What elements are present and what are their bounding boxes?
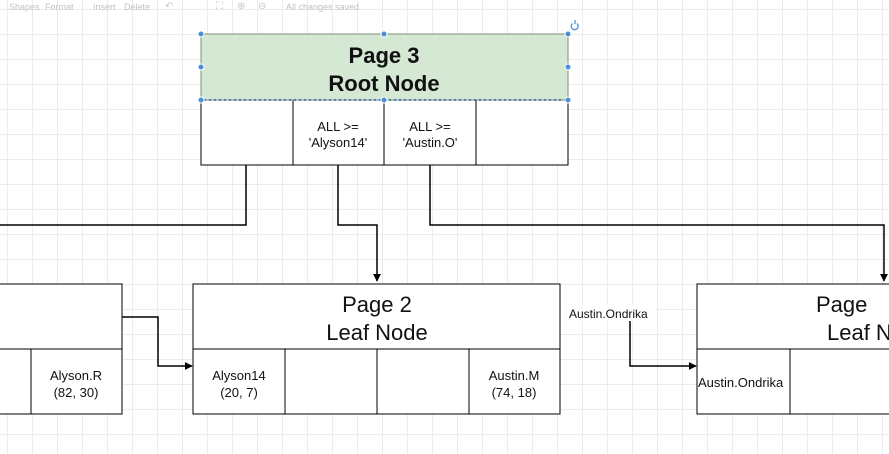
left-leaf-header[interactable] xyxy=(0,283,123,350)
toolbar: Shapes Format Insert Delete ↶ ⛶ ⊕ ⊖ All … xyxy=(0,0,889,16)
leaf-cell-key: Alyson.R xyxy=(50,368,102,383)
fit-page-icon[interactable]: ⛶ xyxy=(216,1,223,12)
leaf-cell-key: Alyson14 xyxy=(212,368,265,383)
root-title-line2: Root Node xyxy=(328,71,439,96)
resize-handle[interactable] xyxy=(380,30,388,38)
leaf-cell[interactable] xyxy=(284,348,378,415)
resize-handle[interactable] xyxy=(564,96,572,104)
root-cell[interactable] xyxy=(200,99,294,166)
menu-insert[interactable]: Insert xyxy=(93,2,116,12)
zoom-out-icon[interactable]: ⊖ xyxy=(258,1,267,12)
right-leaf-title-line1: Page xyxy=(816,292,867,317)
root-cell-key-line1: ALL >= xyxy=(409,119,450,134)
root-cell-key-line1: ALL >= xyxy=(317,119,358,134)
leaf-cell-key: Austin.Ondrika xyxy=(698,375,784,390)
resize-handle[interactable] xyxy=(564,63,572,71)
center-leaf-title-line2: Leaf Node xyxy=(326,320,428,345)
leaf-cell-value: (82, 30) xyxy=(54,385,99,400)
right-leaf-header[interactable] xyxy=(696,283,889,350)
zoom-in-icon[interactable]: ⊕ xyxy=(237,1,246,12)
root-title-line1: Page 3 xyxy=(349,43,420,68)
save-status: All changes saved xyxy=(286,2,360,12)
leaf-cell[interactable] xyxy=(30,348,123,415)
left-leaf-node[interactable]: Alyson.R (82, 30) xyxy=(0,283,123,415)
root-cell-key-line2: 'Alyson14' xyxy=(309,135,367,150)
leaf-cell-value: (20, 7) xyxy=(220,385,258,400)
menu-delete[interactable]: Delete xyxy=(124,2,151,12)
edge-root-to-right-leaf[interactable] xyxy=(429,165,888,282)
leaf-cell[interactable] xyxy=(696,348,791,415)
leaf-cell-key: Austin.M xyxy=(489,368,540,383)
center-leaf-header[interactable] xyxy=(192,283,561,350)
selection-handles[interactable] xyxy=(197,30,572,104)
connectors xyxy=(0,165,888,370)
menu-shapes[interactable]: Shapes xyxy=(9,2,40,12)
resize-handle[interactable] xyxy=(197,96,205,104)
root-cell[interactable] xyxy=(475,99,569,166)
leaf-cell[interactable] xyxy=(468,348,561,415)
center-leaf-title-line1: Page 2 xyxy=(342,292,412,317)
root-cell[interactable] xyxy=(292,99,385,166)
rotate-handle-icon[interactable] xyxy=(570,20,579,31)
undo-icon[interactable]: ↶ xyxy=(165,1,174,12)
resize-handle[interactable] xyxy=(197,30,205,38)
leaf-cell[interactable] xyxy=(789,348,889,415)
center-leaf-node[interactable]: Page 2 Leaf Node Alyson14 (20, 7) Austin… xyxy=(192,283,561,415)
edge-left-leaf-to-center-leaf[interactable] xyxy=(122,316,193,370)
leaf-cell[interactable] xyxy=(0,348,32,415)
resize-handle[interactable] xyxy=(380,96,388,104)
leaf-cell[interactable] xyxy=(376,348,470,415)
root-node[interactable]: Page 3 Root Node ALL >= 'Alyson14' ALL >… xyxy=(200,33,569,166)
edge-root-to-center-leaf[interactable] xyxy=(337,165,381,282)
resize-handle[interactable] xyxy=(197,63,205,71)
leaf-cell[interactable] xyxy=(192,348,286,415)
edge-label[interactable]: Austin.Ondrika xyxy=(569,307,648,321)
edge-root-to-left-leaf[interactable] xyxy=(0,165,247,226)
menu-format[interactable]: Format xyxy=(45,2,74,12)
edge-label-background xyxy=(562,305,656,321)
edge-center-leaf-to-right-leaf[interactable] xyxy=(629,320,697,370)
root-cell-key-line2: 'Austin.O' xyxy=(403,135,458,150)
right-leaf-node[interactable]: Page Leaf N Austin.Ondrika xyxy=(696,283,889,415)
right-leaf-title-line2: Leaf N xyxy=(827,320,889,345)
leaf-cell-value: (74, 18) xyxy=(492,385,537,400)
resize-handle[interactable] xyxy=(564,30,572,38)
